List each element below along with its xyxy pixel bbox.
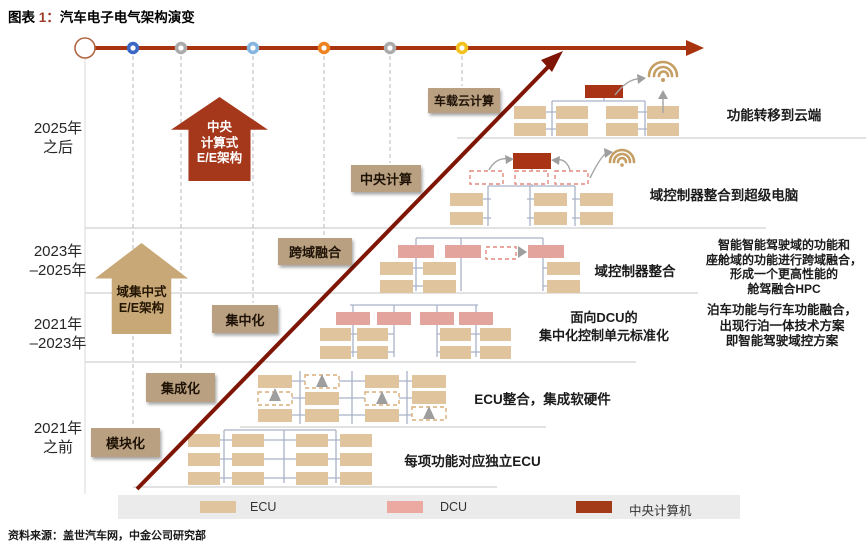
legend-label-dcu: DCU bbox=[440, 500, 468, 514]
milestone-dot bbox=[383, 41, 397, 55]
source-line: 资料来源：盖世汽车网，中金公司研究部 bbox=[8, 530, 206, 542]
merge-arrow bbox=[518, 246, 527, 258]
legend-swatch-dcu bbox=[387, 501, 423, 513]
stage-box-cross-domain: 跨域融合 bbox=[278, 238, 352, 265]
year-band-2023-2025: 2023年 –2025年 bbox=[29, 243, 87, 279]
row-note-parking-driving: 泊车功能与行车功能融合， 出现行泊一体技术方案 即智能驾驶域控方案 bbox=[706, 303, 857, 348]
row-desc-independent-ecu: 每项功能对应独立ECU bbox=[404, 454, 541, 469]
stage-box-modular: 模块化 bbox=[91, 428, 160, 457]
milestone-dot bbox=[246, 41, 260, 55]
milestone-dot bbox=[126, 41, 140, 55]
diagonal-trend-arrow bbox=[135, 51, 563, 491]
stage-box-central-compute: 中央计算 bbox=[351, 165, 421, 192]
legend-swatch-central-computer bbox=[576, 501, 612, 513]
stage-box-vehicle-cloud: 车载云计算 bbox=[428, 88, 500, 113]
row-desc-ecu-merge: ECU整合，集成软硬件 bbox=[474, 392, 611, 407]
milestone-dot bbox=[455, 41, 469, 55]
row-desc-dcu-integration: 域控制器整合 bbox=[594, 264, 676, 279]
cloud-wifi-icon bbox=[647, 60, 679, 82]
central-computer-chip bbox=[513, 153, 551, 169]
network-row-dcu-integration bbox=[380, 237, 580, 293]
network-row-supercomputer bbox=[450, 148, 636, 226]
cloud-wifi-icon bbox=[608, 148, 636, 167]
stage-box-centralized: 集中化 bbox=[212, 305, 278, 333]
year-band-2025-after: 2025年 之后 bbox=[33, 120, 83, 156]
network-row-ecu-merge bbox=[257, 371, 447, 424]
figure-title-prefix: 图表 bbox=[8, 10, 39, 25]
stage-box-integrated: 集成化 bbox=[146, 373, 215, 402]
milestone-drop-lines bbox=[132, 56, 463, 426]
legend-swatch-ecu bbox=[200, 501, 236, 513]
network-row-cloud bbox=[514, 60, 679, 136]
network-row-independent-ecu bbox=[188, 429, 372, 485]
legend-bar: ECU DCU 中央计算机 bbox=[118, 495, 740, 519]
year-band-before-2021: 2021年 之前 bbox=[33, 420, 83, 456]
timeline-arrow bbox=[74, 37, 704, 59]
milestone-dot bbox=[317, 41, 331, 55]
figure-title-text: 汽车电子电气架构演变 bbox=[59, 10, 195, 25]
row-desc-supercomputer: 域控制器整合到超级电脑 bbox=[649, 188, 799, 203]
milestone-dot bbox=[174, 41, 188, 55]
row-desc-dcu-standard: 面向DCU的 集中化控制单元标准化 bbox=[538, 310, 669, 343]
year-band-2021-2023: 2021年 –2023年 bbox=[29, 316, 87, 352]
legend-label-ecu: ECU bbox=[250, 500, 277, 514]
network-row-dcu-standard bbox=[320, 304, 511, 359]
timeline-start-circle bbox=[74, 37, 96, 59]
row-desc-cloud: 功能转移到云端 bbox=[726, 108, 822, 123]
figure-title: 图表 1：汽车电子电气架构演变 bbox=[8, 6, 195, 26]
figure-number: 1： bbox=[38, 10, 60, 25]
row-note-cross-domain: 智能智能驾驶域的功能和 座舱域的功能进行跨域融合， 形成一个更高性能的 舱驾融合… bbox=[705, 238, 862, 296]
legend-label-central-computer: 中央计算机 bbox=[629, 504, 692, 518]
central-computer-chip bbox=[585, 85, 623, 98]
